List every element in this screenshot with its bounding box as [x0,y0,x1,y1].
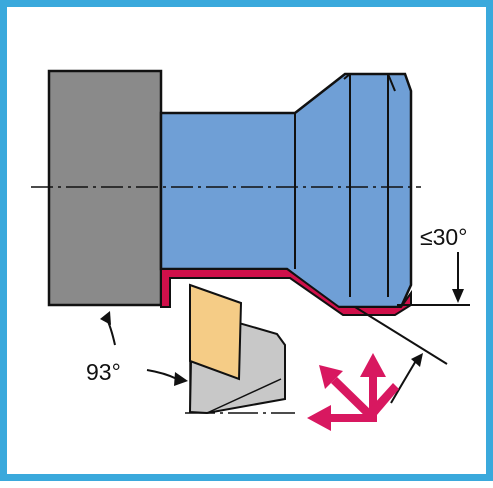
feed-direction-arrows-icon [307,353,399,431]
tool-holder-edge [206,378,282,414]
lead-angle-arrowhead-2 [174,372,188,386]
angle-arc-arrow [390,358,418,404]
lead-angle-label: 93° [86,359,121,385]
workpiece-edge [387,73,396,92]
cutting-insert [189,283,243,381]
workpiece-edge [343,73,351,80]
chamfer-angle-line [354,306,448,365]
angle-limit-label: ≤30° [420,224,467,250]
angle-limit-arrowhead [452,289,464,303]
angle-arc-arrowhead [411,353,423,367]
lead-angle-arrowhead [100,311,111,325]
machined-profile [160,268,412,316]
chuck-jaw [47,69,163,307]
turning-diagram: ≤30° 93° [31,69,470,431]
lead-angle-arrow-2 [146,369,178,380]
